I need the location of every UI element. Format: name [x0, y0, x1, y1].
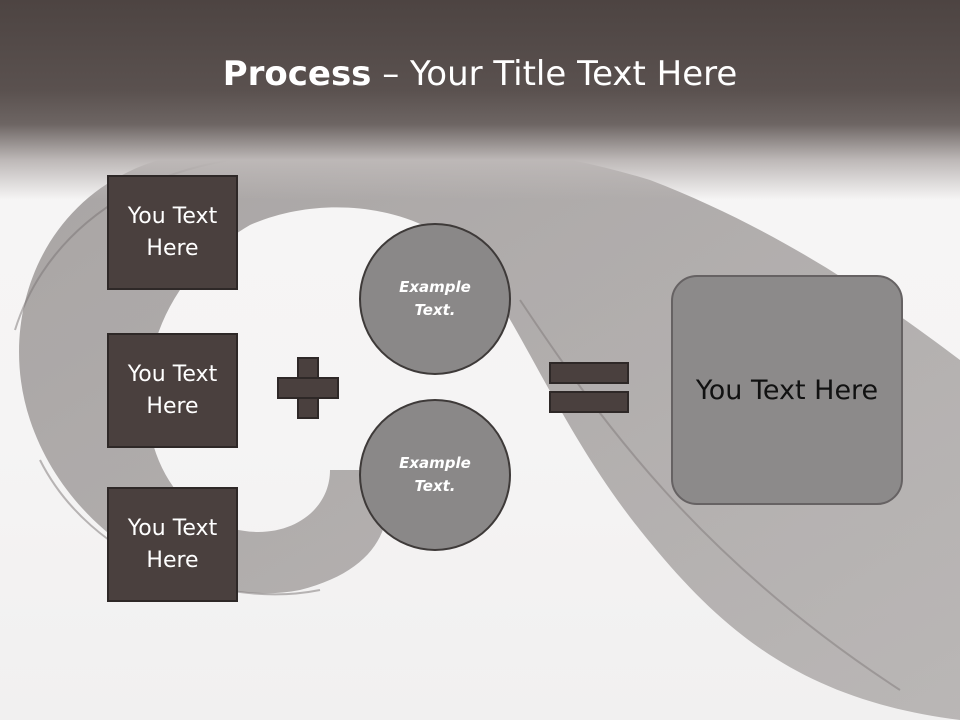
example-circle-1-line2: Text. — [414, 301, 456, 319]
plus-icon-center — [299, 379, 317, 397]
text-box-2-line2: Here — [146, 393, 199, 419]
text-box-1-line1: You Text — [127, 203, 218, 229]
slide-title: Process – Your Title Text Here — [0, 52, 960, 96]
text-box-2-line1: You Text — [127, 361, 218, 387]
example-circle-2-line2: Text. — [414, 477, 456, 495]
title-bold: Process — [222, 54, 372, 94]
title-bar — [0, 0, 960, 200]
text-box-3-line2: Here — [146, 547, 199, 573]
text-box-1-line2: Here — [146, 235, 199, 261]
title-rest: – Your Title Text Here — [371, 54, 738, 94]
example-circle-2-line1: Example — [399, 454, 471, 472]
result-box[interactable]: You Text Here — [671, 275, 903, 505]
text-box-3-line1: You Text — [127, 515, 218, 541]
result-label: You Text Here — [695, 374, 879, 406]
equals-icon-top-bar — [549, 362, 629, 384]
example-circle-1-line1: Example — [399, 278, 471, 296]
equals-icon-bottom-bar — [549, 391, 629, 413]
